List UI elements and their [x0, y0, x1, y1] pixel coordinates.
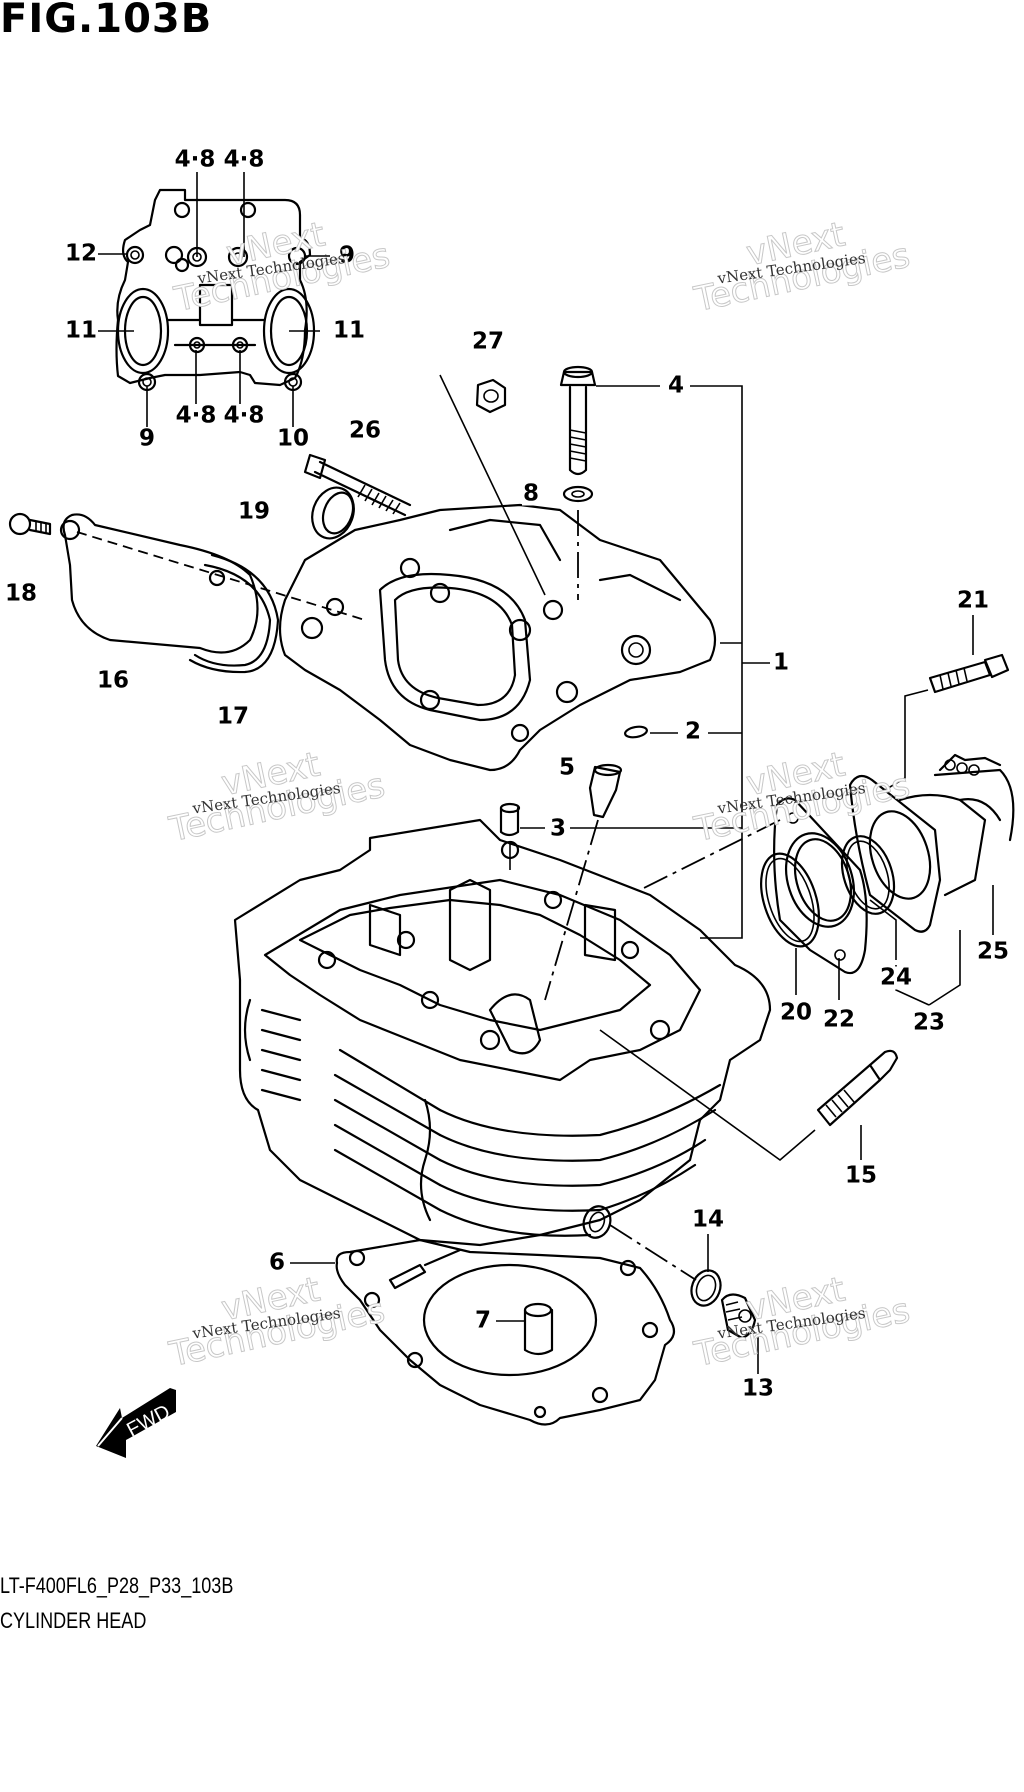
spark-plug-15: [599, 1029, 899, 1162]
plug-13: [720, 1293, 759, 1374]
callout-7[interactable]: 7: [473, 1307, 493, 1334]
callout-14[interactable]: 14: [690, 1206, 726, 1233]
valve-guide-5: [544, 763, 623, 1001]
label-inset-4-8-bottom-right: 4·8: [222, 402, 266, 429]
screw-18: [8, 512, 52, 536]
cylinder-head-upper: [278, 503, 717, 772]
callout-3[interactable]: 3: [548, 815, 568, 842]
label-inset-11-right: 11: [331, 317, 367, 344]
clamp-25: [933, 753, 1015, 842]
callout-1[interactable]: 1: [771, 649, 791, 676]
leader-21-bracket: [884, 615, 974, 791]
inset-gasket-topview: [96, 172, 330, 427]
stud-bolt-26: [303, 453, 412, 517]
callout-26[interactable]: 26: [347, 417, 383, 444]
fwd-arrow-icon: [96, 1388, 176, 1458]
callout-17[interactable]: 17: [215, 703, 251, 730]
intake-gasket-22: [773, 797, 868, 975]
oil-seal-19: [311, 486, 355, 540]
figure-title: FIG.103B: [0, 0, 213, 42]
callout-16[interactable]: 16: [95, 667, 131, 694]
nut-27: [439, 374, 546, 596]
bolt-21: [928, 653, 1010, 694]
cylinder-head-main: [233, 818, 772, 1247]
label-inset-4-8-top-right: 4·8: [222, 146, 266, 173]
head-gasket-6: [335, 1238, 676, 1426]
o-ring-24: [840, 835, 896, 915]
callout-18[interactable]: 18: [3, 580, 39, 607]
callout-20[interactable]: 20: [778, 999, 814, 1026]
callout-2[interactable]: 2: [683, 718, 703, 745]
label-inset-9-right: 9: [337, 242, 357, 269]
label-inset-11-left: 11: [63, 317, 99, 344]
callout-15[interactable]: 15: [843, 1162, 879, 1189]
fwd-marker: FWD: [92, 1384, 178, 1462]
intake-pipe-23: [848, 774, 1002, 933]
callout-13[interactable]: 13: [740, 1375, 776, 1402]
callout-24[interactable]: 24: [878, 964, 914, 991]
bolt-4: [559, 365, 597, 600]
side-cover-16: [59, 513, 366, 674]
label-inset-4-8-top-left: 4·8: [173, 146, 217, 173]
label-inset-9-bottom: 9: [137, 425, 157, 452]
callout-23[interactable]: 23: [911, 1009, 947, 1036]
callout-bracket-1: [520, 385, 770, 939]
dowel-pin-7: [496, 1302, 554, 1356]
o-ring-20: [760, 852, 820, 948]
callout-22[interactable]: 22: [821, 1006, 857, 1033]
callout-25[interactable]: 25: [975, 938, 1011, 965]
callout-27[interactable]: 27: [470, 328, 506, 355]
callout-21[interactable]: 21: [955, 587, 991, 614]
label-inset-12: 12: [63, 240, 99, 267]
gasket-14: [609, 1224, 722, 1307]
callout-4[interactable]: 4: [666, 372, 686, 399]
o-ring-2: [624, 725, 648, 739]
figure-caption: CYLINDER HEAD: [0, 1608, 147, 1633]
callout-6[interactable]: 6: [267, 1249, 287, 1276]
dowel-pin-3: [499, 802, 521, 870]
figure-code: LT-F400FL6_P28_P33_103B: [0, 1573, 234, 1598]
callout-5[interactable]: 5: [557, 754, 577, 781]
callout-8[interactable]: 8: [521, 480, 541, 507]
label-inset-10: 10: [275, 425, 311, 452]
label-inset-4-8-bottom-left: 4·8: [174, 402, 218, 429]
leaders-intake: [795, 885, 994, 1006]
callout-19[interactable]: 19: [236, 498, 272, 525]
centerline-intake: [639, 819, 781, 891]
